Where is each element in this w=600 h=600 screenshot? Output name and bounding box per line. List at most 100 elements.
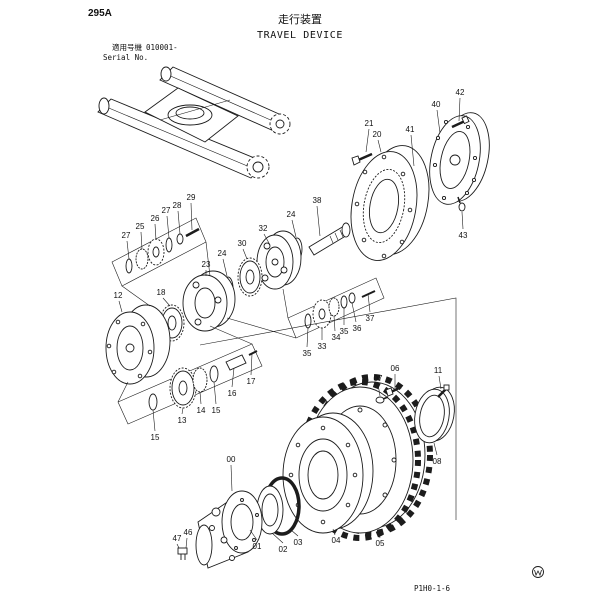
leader-line [333, 315, 336, 332]
callout-label-00-36: 00 [227, 455, 236, 464]
callout-label-24-10: 24 [218, 249, 227, 258]
callout-label-15-31: 15 [151, 433, 160, 442]
callout-label-18-19: 18 [157, 288, 166, 297]
assembly-outline [199, 297, 457, 520]
part-40-cover [429, 112, 490, 205]
callout-label-17-26: 17 [247, 377, 256, 386]
part-06-bolt [385, 385, 402, 397]
leader-line [126, 240, 130, 260]
callout-label-11-34: 11 [434, 366, 443, 375]
leader-line [249, 529, 258, 541]
undercarriage-overview-drawing [97, 66, 291, 179]
part-04-hub [282, 412, 374, 534]
leader-line [231, 367, 235, 388]
leader-line [181, 407, 184, 415]
leader-line [332, 528, 336, 536]
leader-line [140, 231, 143, 250]
callout-label-16-27: 16 [228, 389, 237, 398]
leader-line [290, 529, 299, 537]
leader-line [213, 381, 217, 405]
part-08-ring [414, 386, 455, 444]
part-17-pin [248, 350, 258, 356]
callout-label-46-42: 46 [184, 528, 193, 537]
leader-line [378, 533, 381, 539]
callout-label-07-32: 07 [374, 374, 383, 383]
callout-label-36-21: 36 [353, 324, 362, 333]
part-20-ring-gear-housing [350, 145, 430, 261]
callout-label-34-23: 34 [332, 333, 341, 342]
callout-label-27-14: 27 [162, 206, 171, 215]
title-japanese: 走行装置 [278, 13, 322, 26]
leader-line [242, 248, 248, 260]
callout-label-29-12: 29 [187, 193, 196, 202]
callout-label-32-8: 32 [259, 224, 268, 233]
part-46-47-fittings [177, 547, 188, 560]
leader-line [316, 205, 321, 237]
callout-label-01-37: 01 [253, 542, 262, 551]
serial-label: Serial No. [103, 53, 148, 62]
leader-line [461, 211, 464, 230]
leader-line [351, 302, 357, 323]
part-01-travel-motor [195, 490, 263, 569]
leader-line [230, 464, 233, 492]
page-code: 295A [88, 8, 112, 19]
part-35-washer-a [304, 313, 312, 329]
part-36-ring [348, 292, 356, 304]
callout-label-05-41: 05 [376, 539, 385, 548]
circled-mark-icon [532, 566, 544, 578]
part-14-needle-bearing [192, 367, 208, 393]
callout-label-20-3: 20 [373, 130, 382, 139]
part-28-ring [176, 233, 184, 245]
leader-line [365, 128, 370, 153]
part-21-bolt [351, 152, 373, 166]
leader-line [222, 258, 228, 277]
leader-line [177, 210, 181, 235]
part-11-bolt [437, 384, 450, 398]
part-42-bolt [451, 115, 470, 129]
callout-label-25-16: 25 [136, 222, 145, 231]
leader-line [263, 233, 271, 246]
callout-label-02-38: 02 [279, 545, 288, 554]
part-25-needle-bearing [135, 248, 149, 270]
callout-label-27-17: 27 [122, 231, 131, 240]
applicable-serial-label: 適用号機 [112, 42, 142, 52]
part-43-bolt [457, 196, 466, 212]
leader-line [162, 297, 171, 307]
part-12-housing [105, 304, 171, 385]
callout-label-26-15: 26 [151, 214, 160, 223]
callout-label-35-25: 35 [303, 349, 312, 358]
leader-line [436, 109, 441, 134]
part-27-washer-b [165, 237, 173, 253]
planetary-set-13-17 [117, 325, 263, 425]
part-07-bolt [375, 396, 389, 404]
leader-line [271, 532, 284, 544]
part-35-washer-b [340, 295, 348, 309]
part-15-washer-b [209, 365, 219, 383]
leader-line [190, 202, 193, 231]
leader-line [250, 353, 253, 376]
part-37-pin [361, 290, 376, 298]
callout-label-47-43: 47 [173, 534, 182, 543]
leader-line [458, 97, 461, 122]
leader-line [438, 375, 442, 390]
part-27-washer-a [125, 258, 133, 274]
callout-label-42-0: 42 [456, 88, 465, 97]
part-30-gear [237, 257, 263, 297]
callout-label-03-39: 03 [294, 538, 303, 547]
leader-line [377, 139, 382, 153]
part-23-carrier [182, 270, 236, 332]
leader-line [433, 442, 438, 456]
callout-label-14-29: 14 [197, 406, 206, 415]
callout-label-37-20: 37 [366, 314, 375, 323]
leader-line [185, 537, 188, 549]
callout-label-21-2: 21 [365, 119, 374, 128]
leader-line [118, 300, 123, 313]
callout-label-15-28: 15 [212, 406, 221, 415]
callout-label-13-30: 13 [178, 416, 187, 425]
leader-line [367, 293, 371, 313]
title-english: TRAVEL DEVICE [257, 30, 343, 41]
leader-line [306, 327, 309, 348]
callout-label-33-24: 33 [318, 342, 327, 351]
